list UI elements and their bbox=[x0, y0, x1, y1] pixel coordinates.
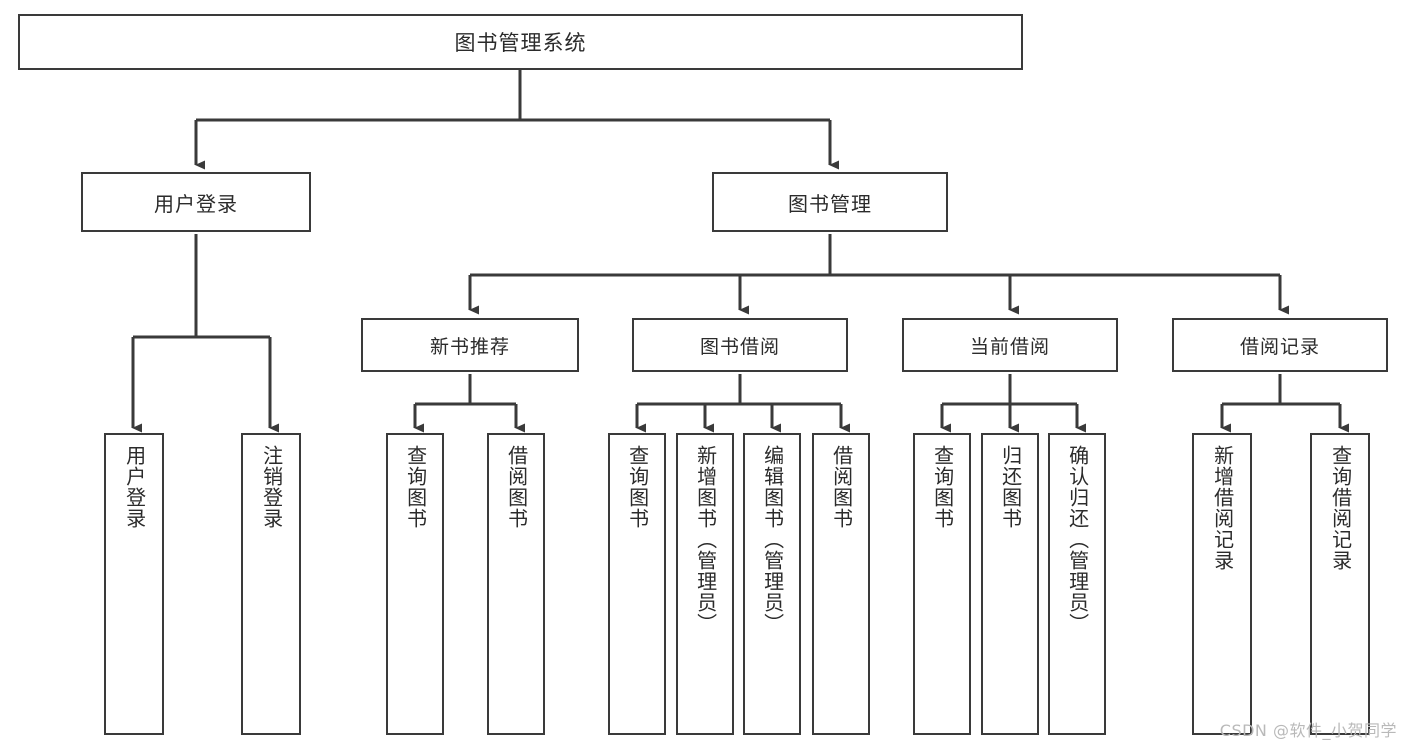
node-user-login-label: 用户登录 bbox=[154, 191, 238, 216]
node-book-management[interactable]: 图书管理 bbox=[712, 172, 948, 232]
node-borrow-record[interactable]: 借阅记录 bbox=[1172, 318, 1388, 372]
leaf-borrow-record-query-record-label: 查询借阅记录 bbox=[1328, 445, 1353, 571]
node-new-book-recommend[interactable]: 新书推荐 bbox=[361, 318, 579, 372]
leaf-book-borrow-borrow-book[interactable]: 借阅图书 bbox=[812, 433, 870, 735]
node-current-borrow-label: 当前借阅 bbox=[969, 335, 1050, 358]
leaf-current-borrow-return-book-label: 归还图书 bbox=[998, 445, 1023, 529]
node-root-book-management-system[interactable]: 图书管理系统 bbox=[18, 14, 1023, 70]
leaf-current-borrow-return-book[interactable]: 归还图书 bbox=[981, 433, 1039, 735]
leaf-user-login-logout[interactable]: 注销登录 bbox=[241, 433, 301, 735]
leaf-current-borrow-query-book[interactable]: 查询图书 bbox=[913, 433, 971, 735]
leaf-user-login-logout-label: 注销登录 bbox=[259, 445, 284, 529]
node-book-management-label: 图书管理 bbox=[788, 191, 872, 216]
leaf-user-login-login[interactable]: 用户登录 bbox=[104, 433, 164, 735]
leaf-book-borrow-edit-book-admin[interactable]: 编辑图书（管理员） bbox=[743, 433, 801, 735]
leaf-new-book-borrow-book-label: 借阅图书 bbox=[504, 445, 529, 529]
leaf-borrow-record-add-record-label: 新增借阅记录 bbox=[1210, 445, 1235, 571]
leaf-book-borrow-query-book[interactable]: 查询图书 bbox=[608, 433, 666, 735]
leaf-current-borrow-confirm-return-admin-label: 确认归还（管理员） bbox=[1065, 445, 1090, 634]
leaf-book-borrow-borrow-book-label: 借阅图书 bbox=[829, 445, 854, 529]
leaf-book-borrow-add-book-admin[interactable]: 新增图书（管理员） bbox=[676, 433, 734, 735]
node-user-login[interactable]: 用户登录 bbox=[81, 172, 311, 232]
leaf-user-login-login-label: 用户登录 bbox=[122, 445, 147, 529]
node-borrow-record-label: 借阅记录 bbox=[1239, 335, 1320, 358]
leaf-borrow-record-add-record[interactable]: 新增借阅记录 bbox=[1192, 433, 1252, 735]
leaf-book-borrow-query-book-label: 查询图书 bbox=[625, 445, 650, 529]
watermark-text: CSDN @软件_小贺同学 bbox=[1219, 721, 1397, 740]
leaf-book-borrow-add-book-admin-label: 新增图书（管理员） bbox=[693, 445, 718, 634]
node-new-book-recommend-label: 新书推荐 bbox=[429, 335, 510, 358]
leaf-new-book-query-book-label: 查询图书 bbox=[403, 445, 428, 529]
leaf-current-borrow-confirm-return-admin[interactable]: 确认归还（管理员） bbox=[1048, 433, 1106, 735]
leaf-borrow-record-query-record[interactable]: 查询借阅记录 bbox=[1310, 433, 1370, 735]
leaf-book-borrow-edit-book-admin-label: 编辑图书（管理员） bbox=[760, 445, 785, 634]
leaf-new-book-query-book[interactable]: 查询图书 bbox=[386, 433, 444, 735]
node-root-label: 图书管理系统 bbox=[454, 31, 587, 55]
node-current-borrow[interactable]: 当前借阅 bbox=[902, 318, 1118, 372]
leaf-current-borrow-query-book-label: 查询图书 bbox=[930, 445, 955, 529]
leaf-new-book-borrow-book[interactable]: 借阅图书 bbox=[487, 433, 545, 735]
node-book-borrow-label: 图书借阅 bbox=[699, 335, 780, 358]
node-book-borrow[interactable]: 图书借阅 bbox=[632, 318, 848, 372]
